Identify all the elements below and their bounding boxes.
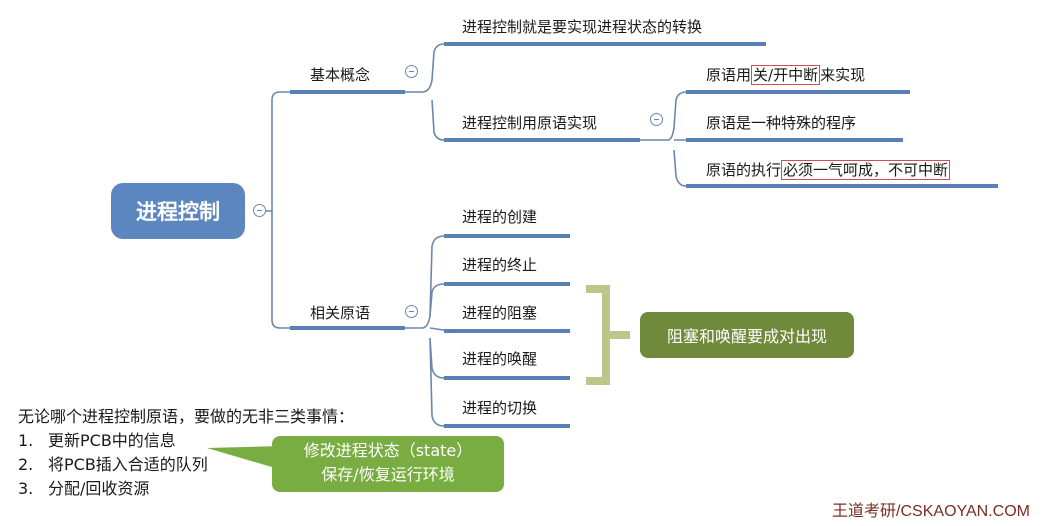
bracket: [586, 285, 630, 385]
collapse-icon[interactable]: [405, 65, 418, 78]
node-atomic[interactable]: 原语的执行必须一气呵成，不可中断: [706, 160, 951, 180]
item-text: 将PCB插入合适的队列: [48, 455, 208, 474]
text-part: 原语的执行: [706, 161, 782, 179]
node-special-program[interactable]: 原语是一种特殊的程序: [706, 114, 856, 132]
node-wakeup[interactable]: 进程的唤醒: [462, 350, 538, 368]
node-switch[interactable]: 进程的切换: [462, 399, 538, 417]
highlight-box: 必须一气呵成，不可中断: [781, 160, 951, 180]
item-number: 2.: [18, 455, 34, 474]
callout-box: 修改进程状态（state） 保存/恢复运行环境: [272, 436, 504, 492]
callout-line: 修改进程状态（state）: [303, 441, 473, 460]
connector-related-children: [405, 235, 451, 427]
node-state-transition[interactable]: 进程控制就是要实现进程状态的转换: [462, 18, 703, 36]
text-part: 原语用: [706, 66, 752, 84]
callout-line: 保存/恢复运行环境: [321, 465, 455, 484]
annotation-text: 无论哪个进程控制原语，要做的无非三类事情： 1. 更新PCB中的信息 2. 将PCB…: [18, 405, 354, 501]
collapse-icon[interactable]: [650, 113, 663, 126]
connector-basic-children: [405, 43, 450, 141]
collapse-icon[interactable]: [253, 204, 266, 217]
item-text: 更新PCB中的信息: [48, 431, 176, 450]
text-part: 原语是一种特殊的程序: [706, 114, 857, 132]
connector-root-primitives: [271, 211, 290, 329]
node-terminate[interactable]: 进程的终止: [462, 256, 538, 274]
highlight-box: 关/开中断: [751, 65, 821, 85]
node-block[interactable]: 进程的阻塞: [462, 304, 538, 322]
list-item: 2. 将PCB插入合适的队列: [18, 453, 354, 477]
node-primitive-impl[interactable]: 进程控制用原语实现: [462, 114, 598, 132]
collapse-icon[interactable]: [405, 305, 418, 318]
item-number: 1.: [18, 431, 34, 450]
list-item: 1. 更新PCB中的信息: [18, 429, 354, 453]
callout-pointer: [207, 446, 282, 470]
item-number: 3.: [18, 479, 34, 498]
item-text: 分配/回收资源: [48, 479, 150, 498]
text-part: 来实现: [820, 66, 866, 84]
connector-root-basic: [258, 91, 290, 212]
node-create[interactable]: 进程的创建: [462, 208, 538, 226]
note-pairing[interactable]: 阻塞和唤醒要成对出现: [640, 312, 854, 358]
watermark: 王道考研/CSKAOYAN.COM: [832, 503, 1030, 520]
annotation-heading: 无论哪个进程控制原语，要做的无非三类事情：: [18, 407, 355, 426]
root-node[interactable]: 进程控制: [111, 183, 245, 239]
node-interrupt[interactable]: 原语用关/开中断来实现: [706, 65, 866, 85]
branch-related-primitives[interactable]: 相关原语: [310, 304, 371, 322]
list-item: 3. 分配/回收资源: [18, 477, 354, 501]
branch-basic-concept[interactable]: 基本概念: [310, 66, 371, 84]
